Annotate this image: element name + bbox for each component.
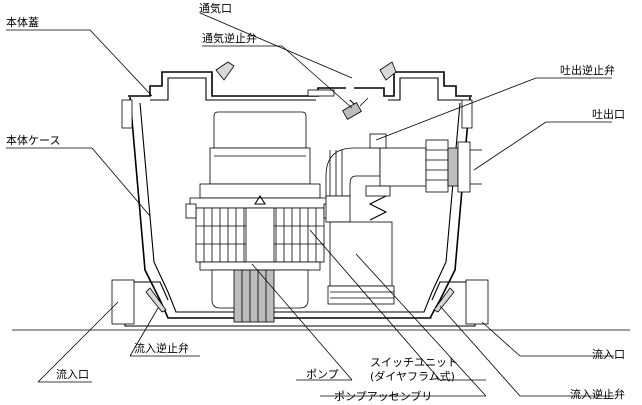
label-vent: 通気口 — [199, 1, 232, 15]
label-inlet-left: 流入口 — [56, 367, 89, 381]
label-pump: ポンプ — [306, 368, 339, 381]
vent-check-valve — [307, 89, 369, 120]
leader-lines — [6, 12, 614, 397]
inlet-right — [431, 279, 489, 325]
label-lid: 本体蓋 — [6, 15, 39, 29]
inlet-left — [111, 279, 169, 325]
label-vent-check-valve: 通気逆止弁 — [202, 31, 257, 45]
label-discharge-port: 吐出口 — [592, 107, 625, 121]
label-switch-unit: スイッチユニット — [370, 356, 458, 369]
pump-base — [199, 261, 321, 323]
label-body-case: 本体ケース — [6, 133, 60, 147]
label-inlet-check-valve-left: 流入逆止弁 — [134, 341, 189, 355]
label-inlet-right: 流入口 — [592, 347, 625, 361]
label-discharge-check-valve: 吐出逆止弁 — [560, 63, 615, 77]
pump-assembly-housing — [327, 221, 395, 305]
label-switch-unit-sub: (ダイヤフラム式) — [370, 369, 455, 383]
body-lid — [121, 61, 473, 129]
pump-motor — [189, 111, 331, 209]
discharge-pipe — [325, 139, 482, 223]
label-inlet-check-valve-right: 流入逆止弁 — [570, 387, 625, 401]
label-pump-assembly: ポンプアッセンブリ — [334, 389, 432, 403]
